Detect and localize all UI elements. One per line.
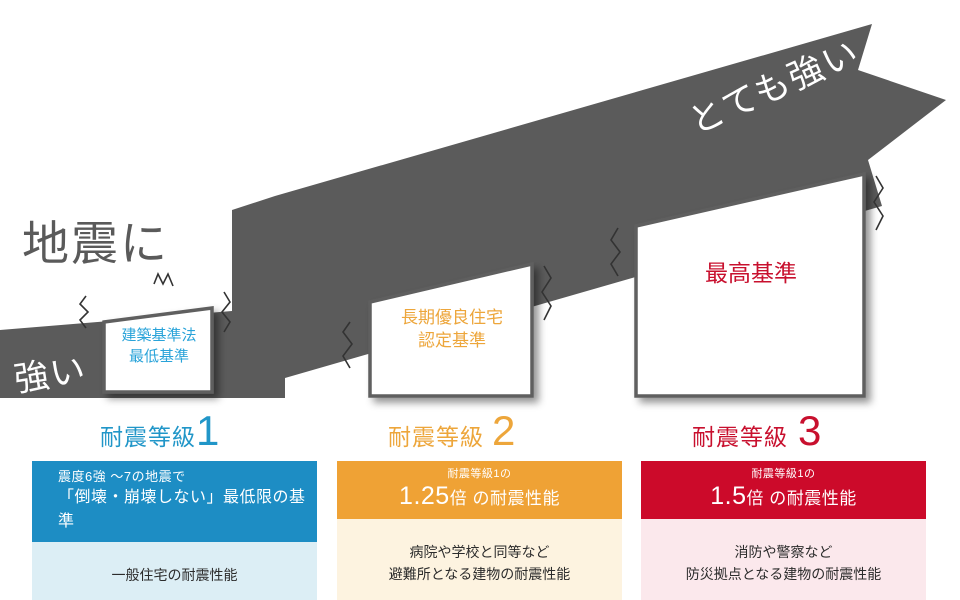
shake-mark-right-icon [873, 175, 884, 231]
house-box-grade-3: 最高基準 [610, 168, 884, 400]
arrow-label-very-strong: とても強い [683, 32, 866, 143]
grade-label-1: 耐震等級 1 [100, 407, 220, 454]
shake-mark-left-icon [78, 295, 90, 329]
panel-head-unit-grade-3: 倍 の耐震性能 [746, 489, 857, 509]
panel-body-grade-3: 消防や警察など 防災拠点となる建物の耐震性能 [641, 518, 926, 600]
panel-header-grade-2: 耐震等級1の 1.25倍 の耐震性能 [337, 461, 622, 519]
info-panel-grade-2: 耐震等級1の 1.25倍 の耐震性能 病院や学校と同等など 避難所となる建物の耐… [337, 461, 622, 600]
panel-head-line1-grade-1: 震度6強 ～7の地震で [58, 469, 186, 484]
grade-label-2: 耐震等級 2 [388, 407, 516, 454]
grade-number-1: 1 [196, 407, 220, 454]
info-panel-grade-1: 震度6強 ～7の地震で 「倒壊・崩壊しない」最低限の基準 一般住宅の耐震性能 [32, 461, 317, 600]
panel-head-multiplier-grade-2: 1.25 [399, 482, 450, 511]
shake-mark-top-icon [153, 272, 174, 287]
panel-head-unit-grade-2: 倍 の耐震性能 [449, 489, 560, 509]
panel-head-multiplier-grade-3: 1.5 [710, 482, 747, 511]
house-box-grade-2: 長期優良住宅 認定基準 [342, 258, 552, 400]
house-shape [634, 171, 866, 398]
panel-head-line2-grade-1: 「倒壊・崩壊しない」最低限の基準 [58, 488, 306, 530]
house-shape [102, 306, 214, 394]
info-panel-grade-3: 耐震等級1の 1.5倍 の耐震性能 消防や警察など 防災拠点となる建物の耐震性能 [641, 461, 926, 600]
panel-body-grade-2: 病院や学校と同等など 避難所となる建物の耐震性能 [337, 518, 622, 600]
panel-head-sup-grade-3: 耐震等級1の [751, 468, 816, 480]
shake-mark-left-icon [342, 321, 353, 369]
panel-header-grade-1: 震度6強 ～7の地震で 「倒壊・崩壊しない」最低限の基準 [32, 461, 317, 542]
grade-word-3: 耐震等級 [692, 424, 788, 450]
panel-head-big-grade-3: 1.5倍 の耐震性能 [641, 482, 926, 511]
page-title: 地震に [22, 217, 169, 270]
shake-mark-left-icon [610, 227, 621, 277]
house-box-grade-1: 建築基準法 最低基準 [78, 272, 231, 396]
shake-mark-right-icon [220, 291, 231, 333]
grade-word-1: 耐震等級 [100, 424, 196, 450]
panel-header-grade-3: 耐震等級1の 1.5倍 の耐震性能 [641, 461, 926, 519]
shake-mark-right-icon [541, 265, 552, 321]
panel-body-grade-1: 一般住宅の耐震性能 [32, 541, 317, 600]
arrow-label-strong: 強い [11, 349, 89, 400]
house-shape [368, 261, 534, 398]
panel-head-big-grade-2: 1.25倍 の耐震性能 [337, 482, 622, 511]
grade-label-3: 耐震等級 3 [692, 407, 822, 454]
grade-number-3: 3 [798, 407, 822, 454]
grade-word-2: 耐震等級 [388, 424, 484, 450]
grade-number-2: 2 [492, 407, 516, 454]
panel-head-sup-grade-2: 耐震等級1の [447, 468, 512, 480]
